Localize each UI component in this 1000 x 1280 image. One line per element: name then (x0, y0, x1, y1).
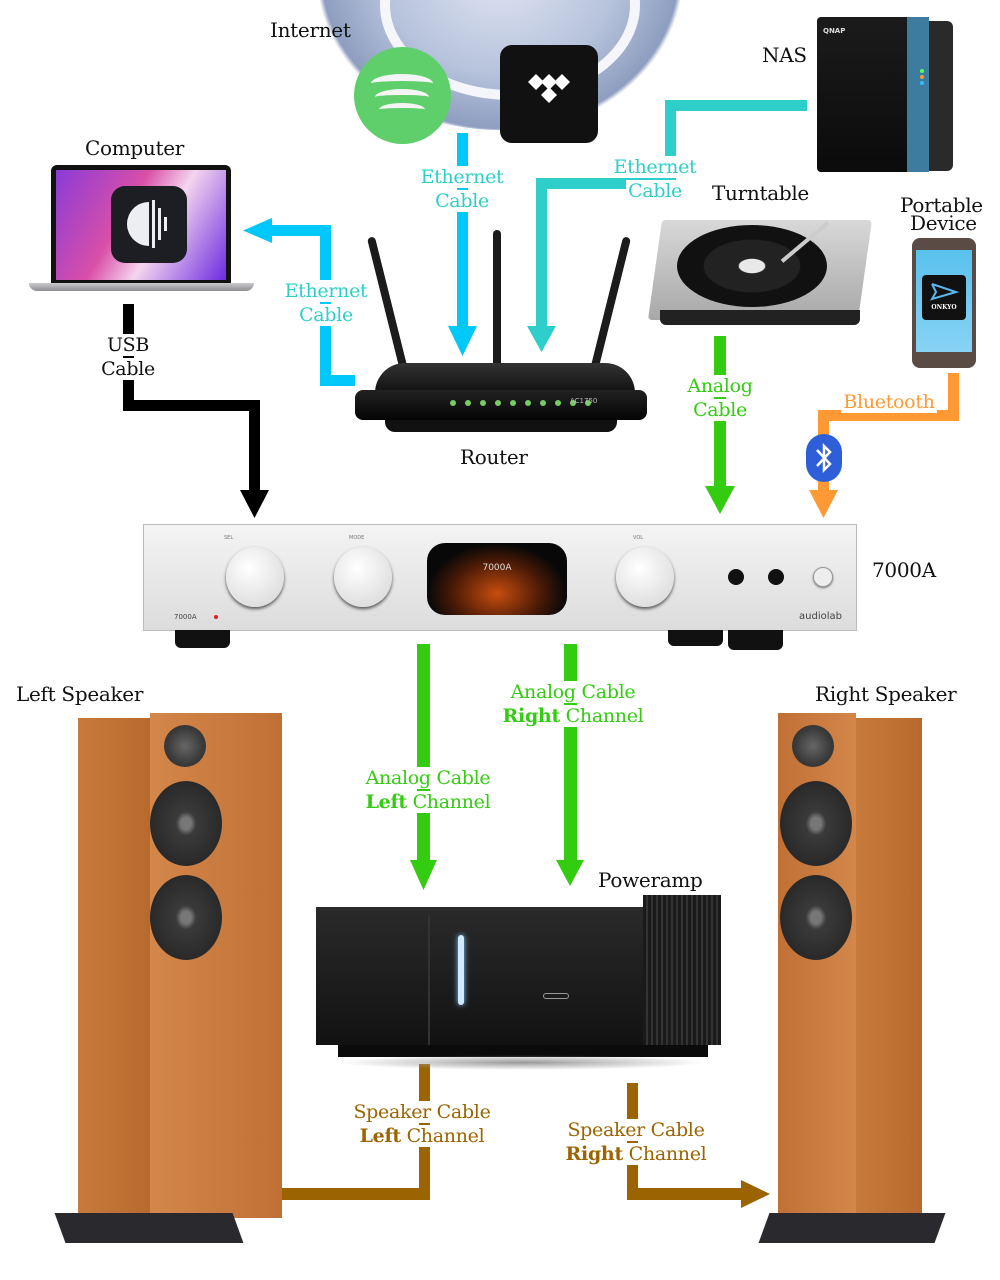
power-button[interactable] (813, 567, 833, 587)
left-speaker-label: Left Speaker (16, 682, 144, 706)
roon-app-icon (111, 186, 187, 263)
tweeter (792, 725, 834, 767)
right-speaker (758, 713, 946, 1248)
amp-brand: audiolab (799, 611, 842, 622)
poweramp-label: Poweramp (598, 868, 703, 892)
router: AC1750 (355, 225, 647, 440)
internet-label: Internet (270, 18, 351, 42)
amp-display: 7000A (427, 543, 567, 615)
nas-device: QNAP (817, 17, 955, 177)
sel-knob[interactable] (226, 547, 284, 607)
usb-cable (123, 304, 269, 518)
analog-turntable (705, 336, 735, 514)
power-amplifier (313, 895, 721, 1070)
knob-label-vol: VOL (633, 535, 644, 541)
volume-knob[interactable] (616, 547, 674, 607)
headphone-jack[interactable] (728, 569, 744, 585)
turntable (647, 210, 873, 335)
power-led-bar (458, 935, 464, 1005)
computer-label: Computer (85, 136, 185, 160)
portable-label-line2: Device (910, 211, 977, 235)
router-label: Router (460, 445, 528, 469)
aux-input[interactable] (768, 569, 784, 585)
ethernet-computer-label: Ethernet Cable (282, 280, 370, 326)
left-speaker (54, 713, 282, 1248)
analog-right-label: Analog Cable Right Channel (500, 681, 646, 727)
display-text: 7000A (482, 563, 512, 573)
usb-cable-label: USB Cable (99, 334, 157, 380)
analog-left-label: Analog Cable Left Channel (363, 767, 493, 813)
laptop (29, 165, 254, 295)
analog-turntable-label: Analog Cable (685, 375, 755, 421)
woofer (780, 875, 852, 960)
ethernet-internet-label: Ethernet Cable (418, 166, 506, 212)
woofer (150, 781, 222, 866)
nas-brand: QNAP (823, 27, 846, 35)
woofer (150, 875, 222, 960)
woofer (780, 781, 852, 866)
onkyo-app-icon: ONKYO (922, 275, 966, 320)
ethernet-nas-label: Ethernet Cable (611, 156, 699, 202)
portable-label-line1: Portable (900, 193, 983, 217)
amp-panel-model: 7000A (174, 613, 197, 621)
ethernet-nas-router (527, 100, 807, 352)
smartphone: ONKYO (912, 238, 976, 368)
right-speaker-label: Right Speaker (815, 682, 957, 706)
ethernet-internet-router (448, 133, 477, 356)
spotify-icon (354, 47, 451, 144)
knob-label-sel: SEL (224, 535, 234, 541)
tidal-icon (500, 45, 598, 143)
onkyo-app-name: ONKYO (931, 304, 957, 311)
nas-label: NAS (762, 43, 807, 67)
bluetooth-icon (806, 434, 842, 482)
knob-label-mode: MODE (349, 535, 365, 541)
mode-knob[interactable] (334, 547, 392, 607)
amp-label: 7000A (872, 558, 936, 582)
speaker-right-label: Speaker Cable Right Channel (563, 1119, 709, 1165)
speaker-left-label: Speaker Cable Left Channel (351, 1101, 493, 1147)
integrated-amplifier: SEL MODE VOL 7000A 7000A audiolab (143, 524, 857, 631)
router-model: AC1750 (570, 397, 598, 405)
turntable-label: Turntable (712, 181, 809, 205)
speaker-cable-right (627, 1083, 770, 1208)
bluetooth-label: Bluetooth (841, 391, 937, 413)
tweeter (164, 725, 206, 767)
